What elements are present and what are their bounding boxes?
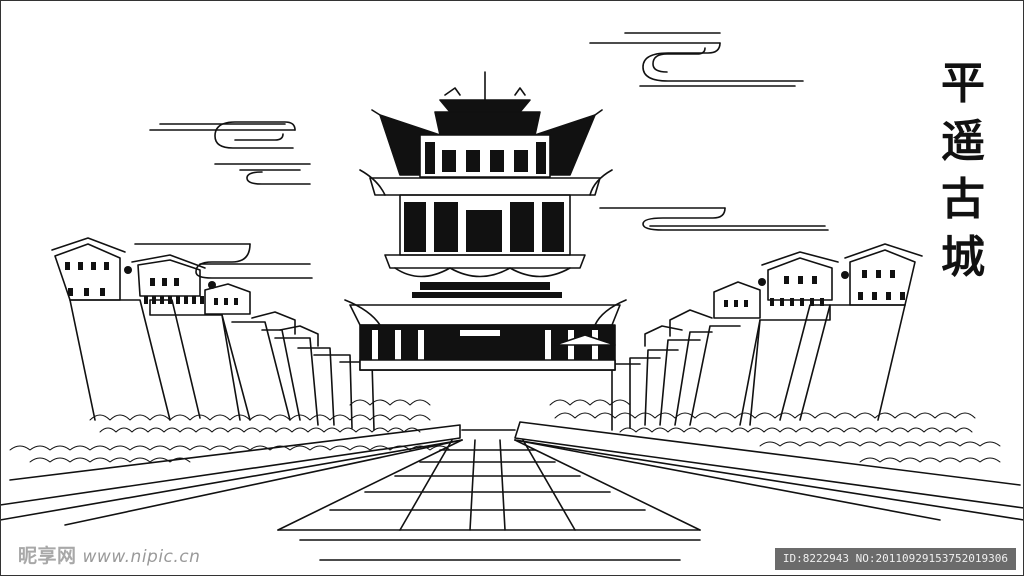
watermark-url: www.nipic.cn [82, 547, 201, 567]
page-title: 平 遥 古 城 [928, 55, 998, 287]
bushes-right-icon [549, 399, 1001, 463]
cloud-left-icon [149, 121, 311, 185]
gate-tower-icon [344, 71, 627, 371]
bushes-left-icon [9, 399, 451, 463]
cloud-mid-left-icon [134, 243, 313, 279]
right-wall-icon [611, 243, 923, 431]
watermark-logo: 昵享网 [18, 545, 77, 567]
title-char: 城 [941, 232, 985, 283]
watermark-id: ID:8222943 NO:20110929153752019306 [774, 548, 1016, 570]
left-wall-icon [51, 237, 375, 431]
title-char: 平 [941, 58, 985, 109]
title-char: 遥 [941, 116, 985, 167]
cloud-top-right-icon [589, 32, 804, 87]
cloud-mid-right-icon [599, 207, 829, 231]
road-icon [0, 421, 1024, 561]
title-char: 古 [941, 174, 985, 225]
